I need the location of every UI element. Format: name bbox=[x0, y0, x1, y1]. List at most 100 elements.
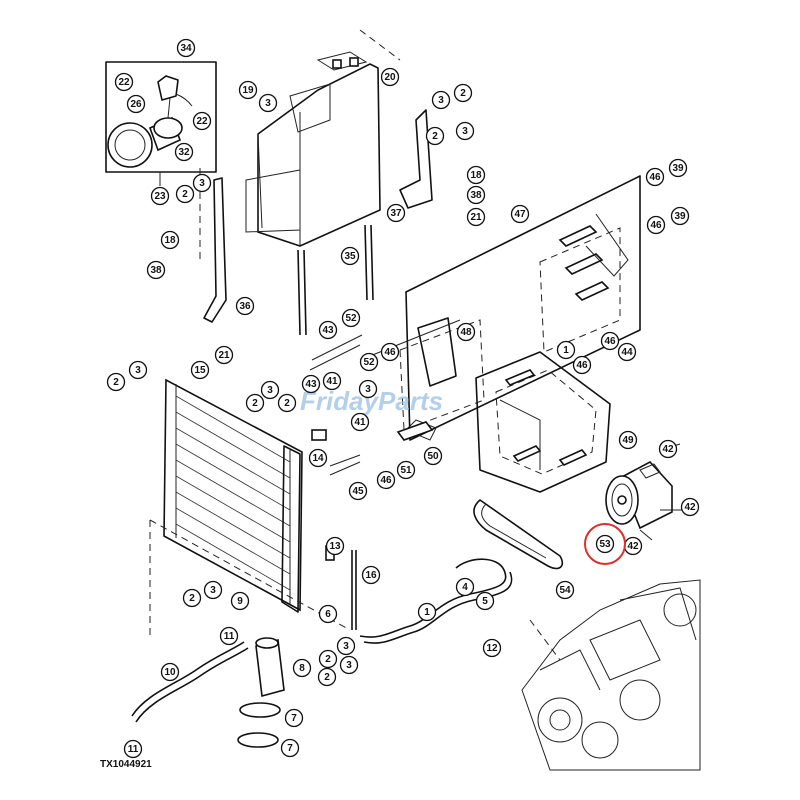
callout-label: 10 bbox=[164, 667, 176, 678]
callout-7: 7 bbox=[284, 708, 304, 728]
callout-circle bbox=[466, 185, 486, 205]
callout-label: 16 bbox=[365, 570, 377, 581]
callout-46: 46 bbox=[376, 470, 396, 490]
callout-2: 2 bbox=[182, 588, 202, 608]
callout-22: 22 bbox=[192, 111, 212, 131]
callout-circle bbox=[617, 342, 637, 362]
callout-circle bbox=[386, 203, 406, 223]
callout-circle bbox=[322, 371, 342, 391]
callout-16: 16 bbox=[361, 565, 381, 585]
callout-label: 52 bbox=[363, 357, 375, 368]
callout-circle bbox=[658, 439, 678, 459]
callout-circle bbox=[670, 206, 690, 226]
callout-circle bbox=[359, 352, 379, 372]
callout-label: 46 bbox=[576, 360, 588, 371]
callout-circle bbox=[376, 470, 396, 490]
callout-circle bbox=[453, 83, 473, 103]
callout-54: 54 bbox=[555, 580, 575, 600]
callout-46: 46 bbox=[600, 331, 620, 351]
callout-52: 52 bbox=[359, 352, 379, 372]
callout-circle bbox=[455, 121, 475, 141]
callout-18: 18 bbox=[160, 230, 180, 250]
callout-circle bbox=[146, 260, 166, 280]
callout-11: 11 bbox=[219, 626, 239, 646]
callout-9: 9 bbox=[230, 591, 250, 611]
callout-circle bbox=[350, 412, 370, 432]
callout-label: 38 bbox=[470, 190, 482, 201]
callout-label: 18 bbox=[164, 235, 176, 246]
callout-3: 3 bbox=[339, 655, 359, 675]
compressor-mount-plate bbox=[475, 351, 611, 493]
callout-label: 2 bbox=[460, 88, 466, 99]
callout-label: 3 bbox=[135, 365, 141, 376]
callout-circle bbox=[192, 173, 212, 193]
callout-3: 3 bbox=[431, 90, 451, 110]
callout-48: 48 bbox=[456, 322, 476, 342]
callout-21: 21 bbox=[466, 207, 486, 227]
callout-label: 3 bbox=[267, 385, 273, 396]
callout-2: 2 bbox=[453, 83, 473, 103]
callout-label: 7 bbox=[287, 743, 293, 754]
callout-42: 42 bbox=[658, 439, 678, 459]
callout-label: 41 bbox=[354, 417, 366, 428]
callout-circle bbox=[317, 667, 337, 687]
callout-label: 42 bbox=[684, 502, 696, 513]
callout-label: 43 bbox=[322, 325, 334, 336]
callout-label: 3 bbox=[438, 95, 444, 106]
callout-1: 1 bbox=[417, 602, 437, 622]
callout-circle bbox=[425, 126, 445, 146]
callout-label: 32 bbox=[178, 147, 190, 158]
callout-circle bbox=[556, 340, 576, 360]
callout-4: 4 bbox=[455, 577, 475, 597]
callout-2: 2 bbox=[106, 372, 126, 392]
callout-42: 42 bbox=[680, 497, 700, 517]
callout-18: 18 bbox=[466, 165, 486, 185]
mount-frame bbox=[405, 175, 641, 441]
callout-label: 49 bbox=[622, 435, 634, 446]
callout-circle bbox=[160, 230, 180, 250]
callout-1: 1 bbox=[556, 340, 576, 360]
callout-43: 43 bbox=[301, 374, 321, 394]
callout-circle bbox=[618, 430, 638, 450]
callout-circle bbox=[456, 322, 476, 342]
callout-label: 3 bbox=[365, 384, 371, 395]
callout-34: 34 bbox=[176, 38, 196, 58]
left-bracket bbox=[203, 177, 227, 323]
callout-label: 35 bbox=[344, 251, 356, 262]
callout-26: 26 bbox=[126, 94, 146, 114]
callout-label: 2 bbox=[113, 377, 119, 388]
callout-35: 35 bbox=[340, 246, 360, 266]
callout-20: 20 bbox=[380, 67, 400, 87]
center-bracket bbox=[359, 317, 485, 441]
callout-5: 5 bbox=[475, 591, 495, 611]
callout-label: 18 bbox=[470, 170, 482, 181]
callout-label: 36 bbox=[239, 301, 251, 312]
callout-label: 13 bbox=[329, 541, 341, 552]
callout-circle bbox=[190, 360, 210, 380]
callout-circle bbox=[325, 536, 345, 556]
callout-15: 15 bbox=[190, 360, 210, 380]
support-rods bbox=[297, 224, 374, 336]
callout-label: 7 bbox=[291, 713, 297, 724]
callout-label: 19 bbox=[242, 85, 254, 96]
callout-label: 43 bbox=[305, 379, 317, 390]
callout-21: 21 bbox=[214, 345, 234, 365]
callout-label: 2 bbox=[325, 654, 331, 665]
callout-circle bbox=[214, 345, 234, 365]
callout-label: 45 bbox=[352, 486, 364, 497]
callout-2: 2 bbox=[245, 393, 265, 413]
callout-circle bbox=[230, 591, 250, 611]
callout-43: 43 bbox=[318, 320, 338, 340]
callout-label: 12 bbox=[486, 643, 498, 654]
callout-label: 1 bbox=[563, 345, 569, 356]
callout-circle bbox=[318, 320, 338, 340]
callout-41: 41 bbox=[350, 412, 370, 432]
callout-label: 53 bbox=[599, 539, 611, 550]
callout-label: 2 bbox=[189, 593, 195, 604]
callout-2: 2 bbox=[317, 667, 337, 687]
callout-circle bbox=[423, 446, 443, 466]
callout-circle bbox=[182, 588, 202, 608]
callout-circle bbox=[128, 360, 148, 380]
callout-42: 42 bbox=[623, 536, 643, 556]
